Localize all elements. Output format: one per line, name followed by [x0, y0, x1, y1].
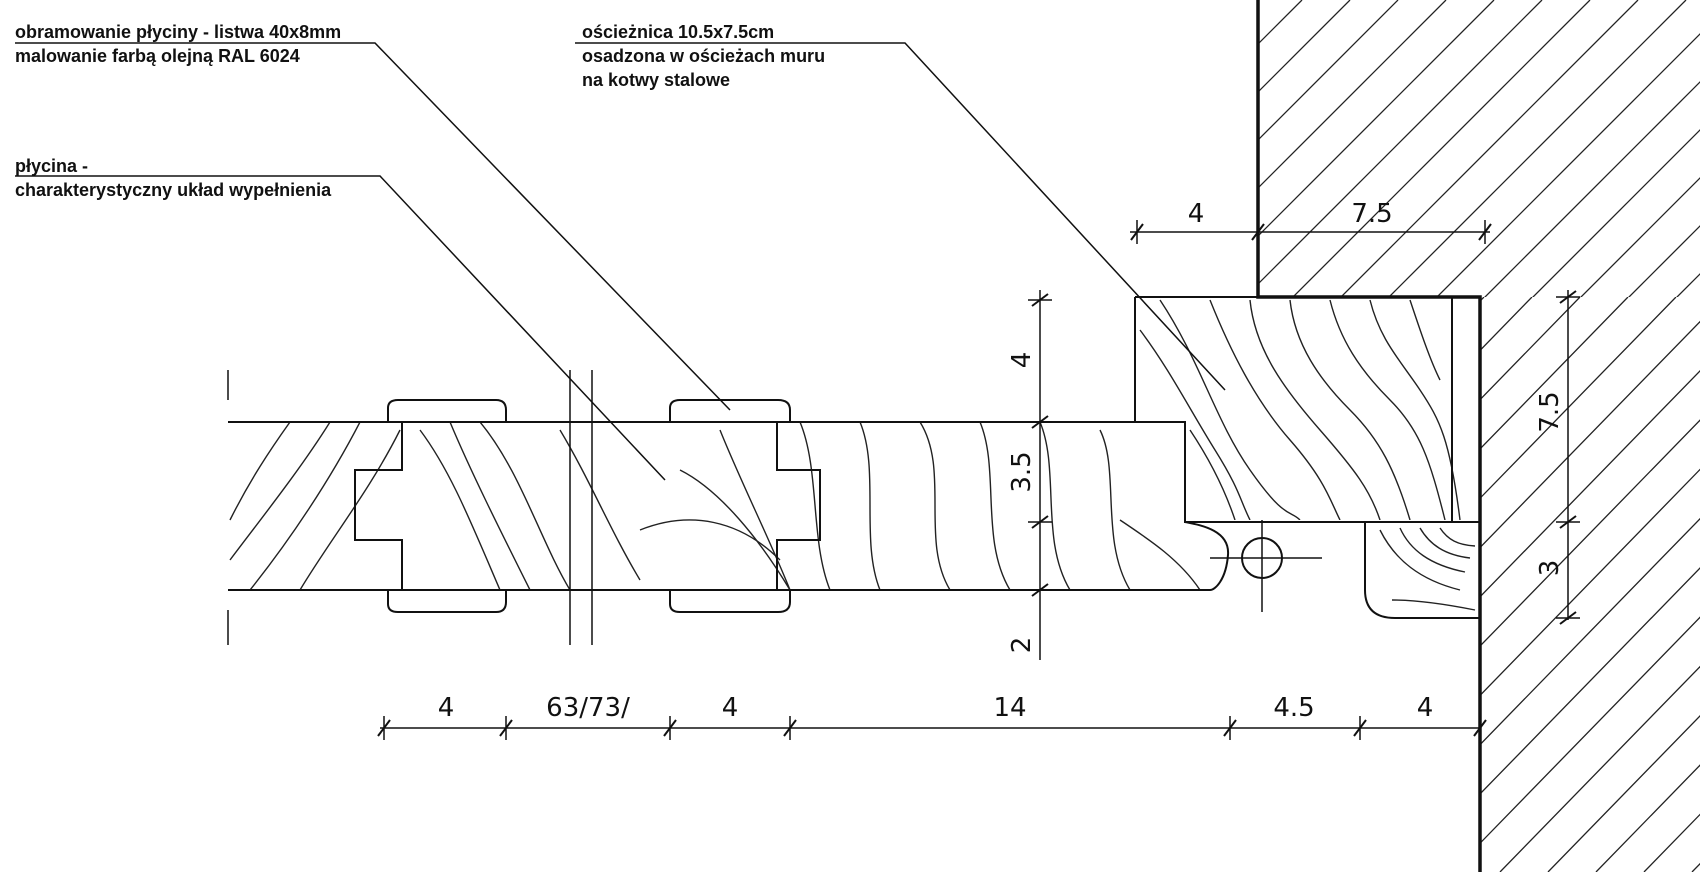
dim-bottom-4: 14	[993, 693, 1026, 723]
wall-hatch-line	[1433, 0, 1700, 297]
dim-vertical-right-2: 3	[1535, 560, 1565, 577]
dim-bottom-5: 4.5	[1273, 693, 1314, 723]
wall-hatch-line	[1480, 297, 1700, 872]
dimension-lines	[377, 220, 1580, 740]
wall-hatch-line	[1673, 0, 1700, 297]
panel-frame-mouldings	[387, 399, 791, 613]
wall-hatch-line	[1480, 297, 1700, 872]
door-jamb	[1134, 296, 1481, 523]
wall-hatch-line	[876, 297, 1436, 872]
dim-vertical-mid-1: 4	[1007, 352, 1037, 369]
dim-bottom-1: 4	[438, 693, 455, 723]
wall-hatch-line	[828, 297, 1388, 872]
frame-label-line1: obramowanie płyciny - listwa 40x8mm	[15, 22, 341, 42]
wall-hatch-line	[1691, 297, 1700, 872]
wall-hatch-line	[1337, 0, 1639, 297]
wall-hatch-line	[1480, 297, 1700, 872]
wall-hatch-line	[1480, 297, 1700, 872]
wall-hatch-line	[1480, 297, 1533, 872]
dim-bottom-2: 63/73/	[546, 693, 630, 723]
wall-hatch-line	[1481, 0, 1700, 297]
dim-top-1: 4	[1188, 199, 1205, 229]
wall-hatch-line	[1480, 297, 1581, 872]
wall-masonry	[780, 0, 1700, 872]
wall-hatch-line	[1258, 0, 1447, 297]
wall-hatch-line	[858, 0, 1158, 300]
jamb-label-line2: osadzona w ościeżach muru	[582, 46, 825, 66]
wall-hatch-line	[1480, 297, 1700, 872]
dim-bottom-3: 4	[722, 693, 739, 723]
jamb-label-line1: ościeżnica 10.5x7.5cm	[582, 22, 774, 42]
wall-hatch-line	[1480, 297, 1677, 872]
wall-hatch-line	[906, 0, 1206, 300]
dim-vertical-mid-2: 3.5	[1007, 451, 1037, 492]
door-leaf	[227, 370, 1230, 645]
wall-hatch-line	[1577, 0, 1700, 297]
wall-hatch-line	[1499, 297, 1700, 872]
wall-hatch-line	[1643, 297, 1700, 872]
dim-bottom-6: 4	[1417, 693, 1434, 723]
wall-hatch-line	[1547, 297, 1700, 872]
wall-hatch-line	[780, 297, 1340, 872]
wall-hatch-line	[1258, 0, 1495, 297]
wall-hatch-line	[1258, 0, 1543, 297]
wall-hatch-line	[954, 0, 1254, 300]
wall-hatch-line	[1480, 297, 1700, 872]
wall-hatch-line	[1289, 0, 1591, 297]
panel-label-line2: charakterystyczny układ wypełnienia	[15, 180, 332, 200]
wall-hatch-line	[1385, 0, 1687, 297]
frame-label-line2: malowanie farbą olejną RAL 6024	[15, 46, 300, 66]
wall-hatch-line	[1480, 297, 1629, 872]
wall-hatch-line	[1595, 297, 1700, 872]
wall-hatch-line	[1258, 0, 1351, 297]
wall-hatch-line	[1480, 297, 1700, 872]
wall-hatch-line	[1625, 0, 1700, 297]
jamb-label-line3: na kotwy stalowe	[582, 70, 730, 90]
wall-hatch-line	[1258, 0, 1399, 297]
dim-vertical-right-1: 7.5	[1535, 391, 1565, 432]
dim-vertical-mid-3: 2	[1007, 637, 1037, 654]
hinge-symbol	[1210, 520, 1322, 612]
door-stop-profile	[1364, 522, 1480, 619]
panel-label-line1: płycina -	[15, 156, 88, 176]
dim-top-2: 7.5	[1351, 199, 1392, 229]
wall-hatch-line	[1529, 0, 1700, 297]
leader-lines	[15, 42, 1226, 481]
